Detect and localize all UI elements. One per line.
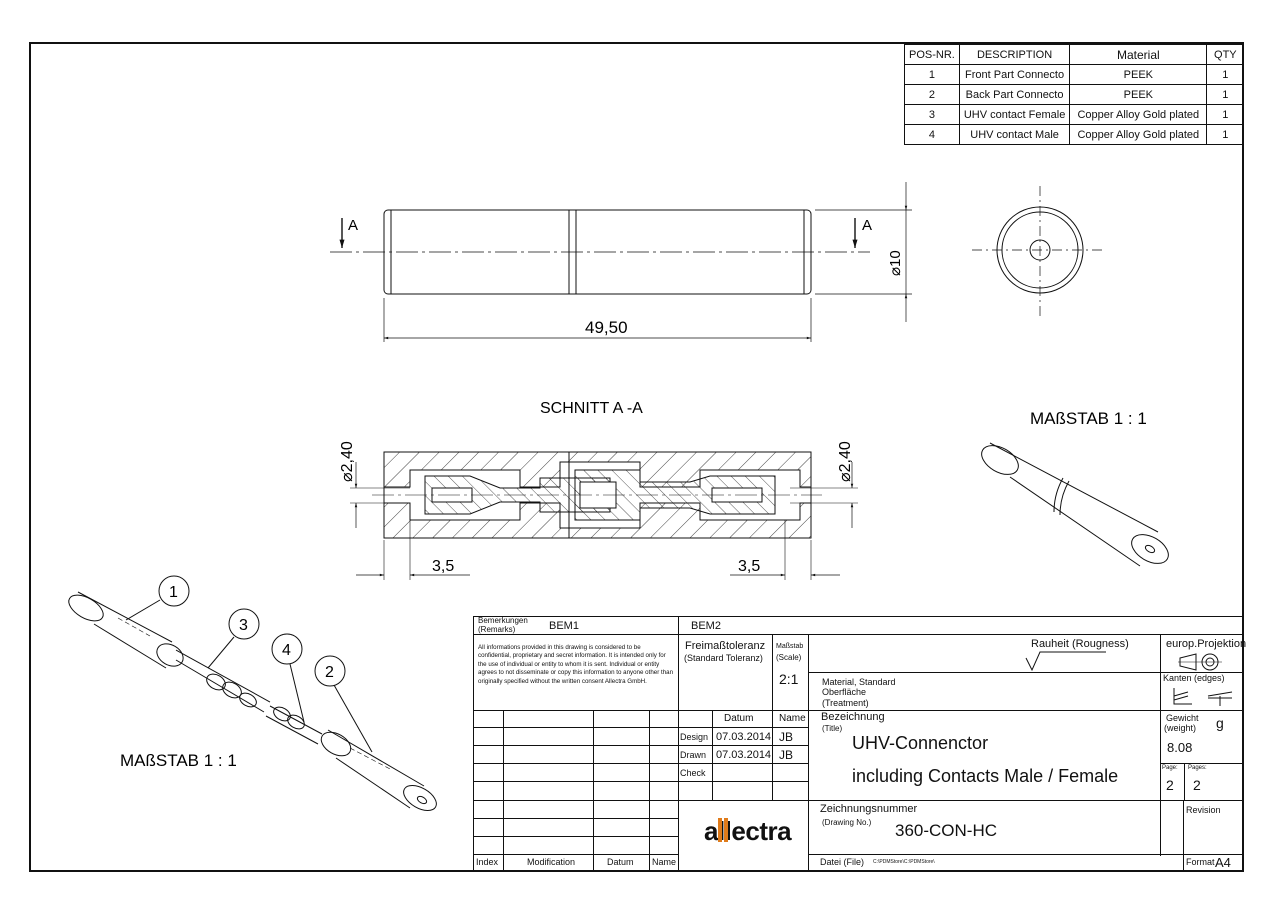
weight-label: Gewicht [1166,713,1199,723]
bore-dimension-right: ⌀2,40 [837,441,854,482]
modification-label: Modification [527,857,576,867]
pages-label: Pages: [1188,765,1207,771]
surface-label: Oberfläche [822,687,867,697]
title-label-en: (Title) [822,724,843,733]
bom-cell: Copper Alloy Gold plated [1069,124,1208,145]
balloon-2 [314,655,373,753]
balloon-4 [271,633,305,723]
side-view [972,186,1105,318]
drawn-date: 07.03.2014 [716,749,772,761]
balloon-3-label: 3 [239,617,248,634]
edges-symbol [1173,688,1233,706]
drawing-title-line-1: UHV-Connenctor [852,733,989,753]
weight-value: 8.08 [1167,740,1193,755]
pages-value: 2 [1193,777,1201,793]
mod-datum-label: Datum [607,857,634,867]
weight-label-en: (weight) [1164,723,1197,733]
bem1: BEM1 [549,620,579,632]
drawing-no-label-en: (Drawing No.) [822,818,872,827]
name-header: Name [779,713,806,724]
bem2: BEM2 [691,620,721,632]
depth-dimension-right: 3,5 [738,558,760,575]
bom-header-description: DESCRIPTION [958,44,1071,65]
scale-label-en: (Scale) [776,653,802,662]
bom-cell: UHV contact Male [958,124,1071,145]
confidentiality-notice: All informations provided in this drawin… [478,644,674,685]
scale-label: Maßstab [776,643,804,650]
drawing-no-label: Zeichnungsnummer [820,803,918,815]
iso-view-assembled [981,442,1169,567]
design-label: Design [680,732,709,742]
scale-value: 2:1 [779,671,799,687]
drawing-title-line-2: including Contacts Male / Female [852,766,1119,786]
bom-cell: 1 [1206,124,1245,145]
front-view [330,182,912,342]
index-label: Index [476,857,499,867]
balloon-1-label: 1 [169,584,178,601]
logo-bar [724,818,728,842]
design-date: 07.03.2014 [716,731,772,743]
file-path: C:\PDMStore\C:\PDMStore\ [873,859,935,865]
remarks-label: Bemerkungen [478,616,528,625]
section-title: SCHNITT A -A [540,400,643,417]
datum-header: Datum [724,713,754,724]
page-label: Page: [1162,765,1178,771]
bom-cell: 4 [904,124,960,145]
material-label: Material, Standard [822,677,896,687]
diameter-dimension: ⌀10 [887,250,904,276]
roughness-label: Rauheit (Rougness) [1031,638,1129,650]
section-label-right: A [862,217,872,234]
scale-label-iso-right: MAßSTAB 1 : 1 [1030,409,1147,428]
drawn-name: JB [779,748,794,762]
logo-bar [718,818,722,842]
file-label: Datei (File) [820,857,865,867]
scale-label-iso-left: MAßSTAB 1 : 1 [120,751,237,770]
remarks-label-en: (Remarks) [478,625,516,634]
balloon-2-label: 2 [325,664,334,681]
allectra-logo: allectra [704,818,792,848]
depth-dimension-left: 3,5 [432,558,454,575]
title-label: Bezeichnung [821,711,885,723]
iso-view-exploded [68,591,437,811]
bom-cell: Back Part Connecto [958,84,1071,105]
treatment-label: (Treatment) [822,698,869,708]
balloon-3 [207,608,260,669]
bom-header: POS-NR. DESCRIPTION Material QTY [904,44,1245,65]
section-view [350,451,858,580]
check-label: Check [680,768,706,778]
length-dimension: 49,50 [585,318,628,337]
drawing-number: 360-CON-HC [895,821,998,840]
roughness-symbol [1025,651,1106,672]
bom-cell: Front Part Connecto [958,64,1071,85]
tolerance-label: Freimaßtoleranz [685,640,766,652]
bom-row: 3 UHV contact Female Copper Alloy Gold p… [904,104,1245,125]
design-name: JB [779,730,794,744]
format-label: Format [1186,857,1215,867]
mod-name-label: Name [652,857,677,867]
tolerance-label-en: (Standard Toleranz) [684,653,763,663]
edges-label: Kanten (edges) [1163,673,1225,683]
drawn-label: Drawn [680,750,707,760]
balloon-1 [125,575,190,621]
balloon-4-label: 4 [282,642,291,659]
section-label-left: A [348,217,358,234]
bore-dimension-left: ⌀2,40 [339,441,356,482]
page-value: 2 [1166,777,1174,793]
bom-cell: Copper Alloy Gold plated [1069,104,1208,125]
bom-row: 4 UHV contact Male Copper Alloy Gold pla… [904,124,1245,145]
projection-symbol [1178,653,1222,671]
weight-unit: g [1216,715,1224,731]
drawing-frame [29,42,1244,872]
format-value: A4 [1215,855,1231,870]
revision-label: Revision [1186,805,1221,815]
projection-label: europ.Projektion [1166,638,1247,650]
bom-table: POS-NR. DESCRIPTION Material QTY 1 Front… [904,44,1245,145]
